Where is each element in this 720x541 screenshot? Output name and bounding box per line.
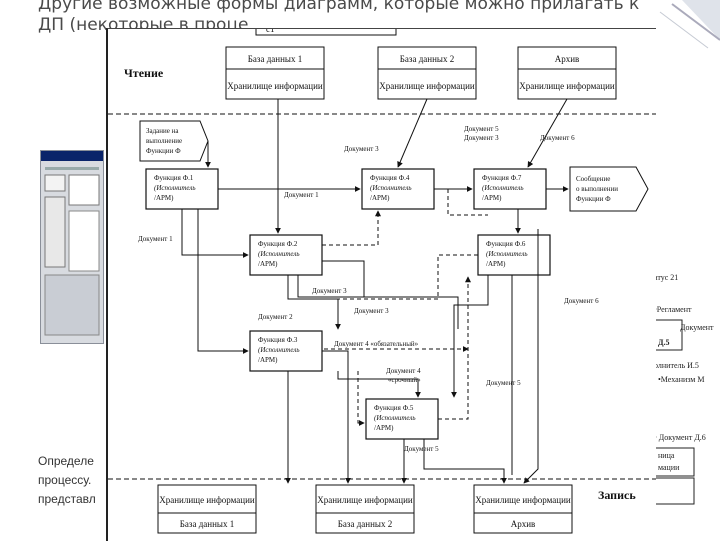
top-database-3: Архив Хранилище информации bbox=[517, 46, 617, 100]
fragment-reglament: •Регламент bbox=[654, 305, 692, 314]
bottom-db-1-store: Хранилище информации bbox=[159, 495, 255, 505]
svg-text:Документ 5: Документ 5 bbox=[486, 379, 521, 387]
band-read-label: Чтение bbox=[124, 66, 164, 80]
svg-text:Функция Ф.7: Функция Ф.7 bbox=[482, 174, 522, 182]
bottom-db-2-name: База данных 2 bbox=[338, 519, 392, 529]
svg-text:/АРМ): /АРМ) bbox=[154, 194, 174, 202]
svg-text:Функция Ф.1: Функция Ф.1 bbox=[154, 174, 194, 182]
svg-text:(Исполнитель: (Исполнитель bbox=[486, 250, 528, 258]
svg-text:«срочный»: «срочный» bbox=[388, 376, 421, 384]
title-fragment-text: с1 bbox=[266, 29, 275, 34]
svg-text:Документ 3: Документ 3 bbox=[312, 287, 347, 295]
task-note-line: Функции Ф bbox=[146, 147, 181, 155]
svg-text:Документ 6: Документ 6 bbox=[540, 134, 575, 142]
fragment-document: Документ bbox=[680, 323, 714, 332]
band-write-label: Запись bbox=[598, 488, 636, 502]
document-labels: Документ 5 Документ 3 Документ 6 Докумен… bbox=[138, 125, 599, 453]
svg-text:/АРМ): /АРМ) bbox=[370, 194, 390, 202]
svg-text:Документ 5: Документ 5 bbox=[464, 125, 499, 133]
top-db-2-store: Хранилище информации bbox=[379, 81, 475, 91]
bottom-database-2: Хранилище информации База данных 2 bbox=[315, 484, 415, 534]
bottom-db-3-name: Архив bbox=[511, 519, 536, 529]
svg-text:(Исполнитель: (Исполнитель bbox=[258, 250, 300, 258]
svg-text:(Исполнитель: (Исполнитель bbox=[374, 414, 416, 422]
slide-caption: Определе процессу. представл bbox=[38, 452, 118, 509]
background-diagram-fragment: атус 21 •Регламент Документ Д.5 олнитель… bbox=[654, 273, 714, 505]
top-db-1-name: База данных 1 bbox=[248, 54, 302, 64]
bottom-database-3: Хранилище информации Архив bbox=[473, 484, 573, 534]
bottom-db-3-store: Хранилище информации bbox=[475, 495, 571, 505]
svg-text:Функция Ф.4: Функция Ф.4 bbox=[370, 174, 410, 182]
svg-text:(Исполнитель: (Исполнитель bbox=[482, 184, 524, 192]
fragment-store-b: мации bbox=[658, 463, 680, 472]
result-note-line: о выполнении bbox=[576, 185, 618, 193]
solid-connectors bbox=[181, 98, 569, 484]
svg-text:Документ 3: Документ 3 bbox=[344, 145, 379, 153]
svg-text:(Исполнитель: (Исполнитель bbox=[370, 184, 412, 192]
svg-text:(Исполнитель: (Исполнитель bbox=[154, 184, 196, 192]
top-db-3-store: Хранилище информации bbox=[519, 81, 615, 91]
title-fragment-box bbox=[255, 29, 397, 36]
svg-text:/АРМ): /АРМ) bbox=[486, 260, 506, 268]
svg-text:/АРМ): /АРМ) bbox=[374, 424, 394, 432]
fragment-status: атус 21 bbox=[654, 273, 678, 282]
result-output-note: Сообщение о выполнении Функции Ф bbox=[569, 166, 649, 212]
top-database-1: База данных 1 Хранилище информации bbox=[225, 46, 325, 100]
task-note-line: выполнение bbox=[146, 137, 182, 145]
svg-text:Документ 2: Документ 2 bbox=[258, 313, 293, 321]
function-box-f3: Функция Ф.3 (Исполнитель /АРМ) bbox=[249, 330, 323, 372]
caption-line: процессу. bbox=[38, 473, 92, 487]
fragment-mechanism: •Механизм М bbox=[658, 375, 704, 384]
svg-text:Документ 1: Документ 1 bbox=[138, 235, 173, 243]
svg-text:Документ 5: Документ 5 bbox=[404, 445, 439, 453]
top-db-1-store: Хранилище информации bbox=[227, 81, 323, 91]
svg-text:Документ 4: Документ 4 bbox=[386, 367, 421, 375]
task-note-line: Задание на bbox=[146, 127, 179, 135]
bottom-database-1: Хранилище информации База данных 1 bbox=[157, 484, 257, 534]
caption-line: представл bbox=[38, 492, 96, 506]
top-database-2: База данных 2 Хранилище информации bbox=[377, 46, 477, 100]
svg-text:Функция Ф.3: Функция Ф.3 bbox=[258, 336, 298, 344]
top-db-2-name: База данных 2 bbox=[400, 54, 454, 64]
fragment-store-a: ница bbox=[658, 451, 675, 460]
top-db-3-name: Архив bbox=[555, 54, 580, 64]
fragment-executor: олнитель И.5 bbox=[654, 361, 699, 370]
function-box-f6: Функция Ф.6 (Исполнитель /АРМ) bbox=[477, 234, 551, 276]
function-box-f4: Функция Ф.4 (Исполнитель /АРМ) bbox=[361, 168, 435, 210]
function-box-f5: Функция Ф.5 (Исполнитель /АРМ) bbox=[365, 398, 439, 440]
svg-text:/АРМ): /АРМ) bbox=[258, 356, 278, 364]
task-input-note: Задание на выполнение Функции Ф bbox=[139, 120, 209, 162]
bottom-db-2-store: Хранилище информации bbox=[317, 495, 413, 505]
svg-text:Документ 6: Документ 6 bbox=[564, 297, 599, 305]
svg-text:Документ 3: Документ 3 bbox=[464, 134, 499, 142]
svg-text:/АРМ): /АРМ) bbox=[482, 194, 502, 202]
function-box-f7: Функция Ф.7 (Исполнитель /АРМ) bbox=[473, 168, 547, 210]
svg-text:Функция Ф.6: Функция Ф.6 bbox=[486, 240, 526, 248]
process-diagram: с1 Чтение Запись База данных 1 Хранилище… bbox=[106, 28, 656, 541]
svg-text:Документ 4 «обязательный»: Документ 4 «обязательный» bbox=[334, 340, 419, 348]
svg-text:Документ 3: Документ 3 bbox=[354, 307, 389, 315]
result-note-line: Функции Ф bbox=[576, 195, 611, 203]
slide-title-line-1: Другие возможные формы диаграмм, которые… bbox=[38, 0, 640, 14]
svg-text:Функция Ф.5: Функция Ф.5 bbox=[374, 404, 414, 412]
svg-text:Документ 1: Документ 1 bbox=[284, 191, 319, 199]
svg-text:(Исполнитель: (Исполнитель bbox=[258, 346, 300, 354]
caption-line: Определе bbox=[38, 454, 94, 468]
svg-text:Функция Ф.2: Функция Ф.2 bbox=[258, 240, 298, 248]
bottom-db-1-name: База данных 1 bbox=[180, 519, 234, 529]
svg-text:/АРМ): /АРМ) bbox=[258, 260, 278, 268]
fragment-document-d6: • Документ Д.6 bbox=[654, 433, 706, 442]
fragment-d5: Д.5 bbox=[658, 338, 670, 347]
background-screenshot-thumbnail bbox=[40, 150, 104, 344]
function-box-f2: Функция Ф.2 (Исполнитель /АРМ) bbox=[249, 234, 323, 276]
result-note-line: Сообщение bbox=[576, 175, 610, 183]
function-box-f1: Функция Ф.1 (Исполнитель /АРМ) bbox=[145, 168, 219, 210]
dashed-connectors bbox=[322, 189, 488, 426]
